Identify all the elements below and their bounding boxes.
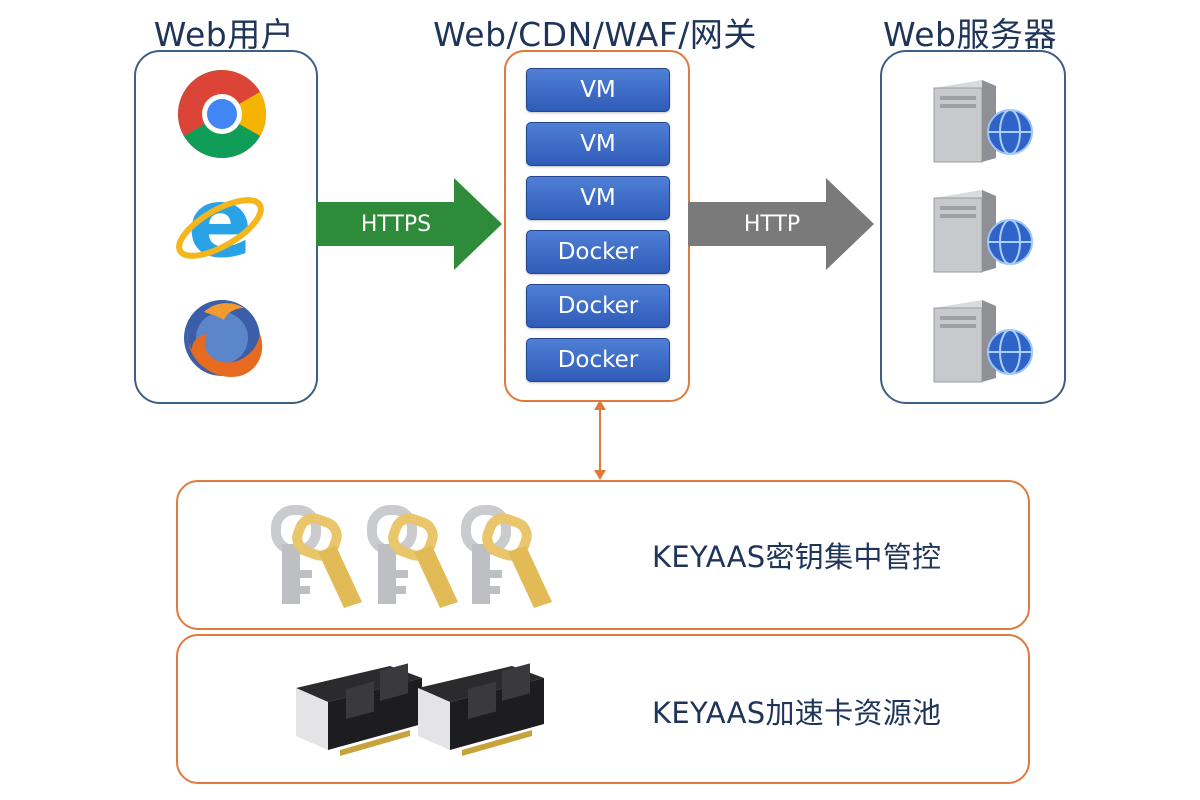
http-arrow (688, 178, 874, 270)
accelerator-pool-panel: KEYAAS加速卡资源池 (176, 634, 1030, 784)
svg-text:e: e (187, 178, 252, 274)
accelerator-pool-label: KEYAAS加速卡资源池 (652, 696, 942, 730)
gateway-node-docker: Docker (526, 338, 670, 382)
internet-explorer-icon: e (176, 178, 264, 274)
chrome-icon (178, 70, 266, 158)
gateway-node-vm: VM (526, 122, 670, 166)
https-arrow (316, 178, 502, 270)
server-globe-icon (933, 190, 1033, 273)
http-label: HTTP (743, 212, 801, 237)
accelerator-cards-icon (296, 663, 544, 756)
keys-icon (271, 505, 552, 608)
key-management-panel: KEYAAS密钥集中管控 (176, 480, 1030, 630)
servers-title: Web服务器 (883, 15, 1057, 54)
https-label: HTTPS (360, 212, 432, 237)
gateway-title: Web/CDN/WAF/网关 (433, 15, 757, 54)
clients-title: Web用户 (153, 15, 295, 54)
gateway-node-vm: VM (526, 68, 670, 112)
clients-box: e (134, 50, 318, 404)
server-globe-icon (933, 80, 1033, 163)
gateway-node-vm: VM (526, 176, 670, 220)
gateway-key-link-arrow (594, 400, 606, 480)
gateway-node-docker: Docker (526, 284, 670, 328)
server-globe-icon (933, 300, 1033, 383)
firefox-icon (184, 300, 263, 377)
gateway-node-docker: Docker (526, 230, 670, 274)
servers-box (880, 50, 1066, 404)
key-management-label: KEYAAS密钥集中管控 (652, 540, 942, 574)
gateway-box: VM VM VM Docker Docker Docker (504, 50, 690, 402)
